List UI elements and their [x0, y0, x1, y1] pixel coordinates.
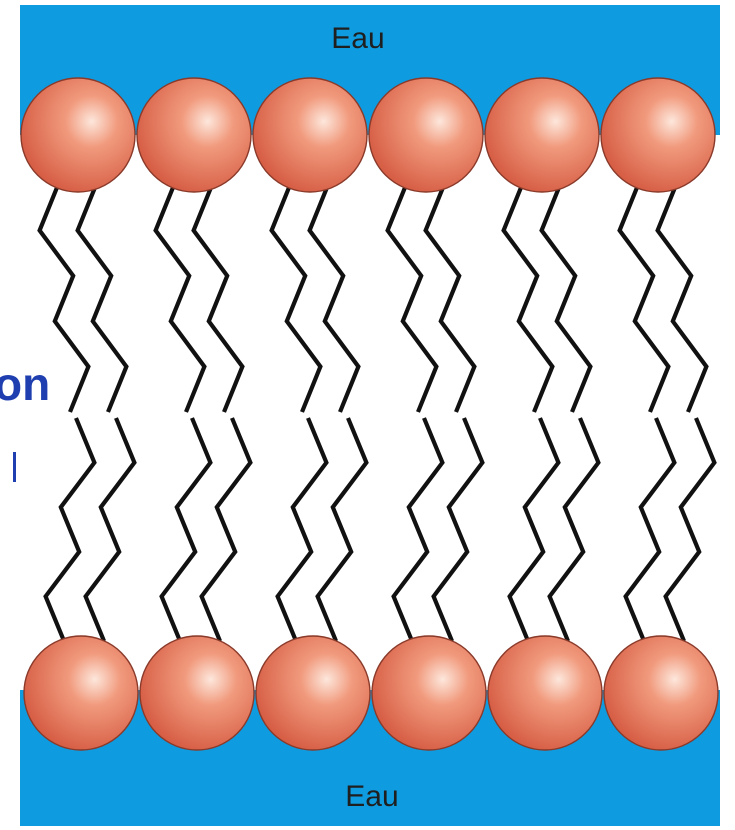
bottom-leaflet-head-2 — [140, 636, 254, 750]
top-leaflet-head-6 — [601, 78, 715, 192]
bottom-leaflet-head-4 — [372, 636, 486, 750]
cropped-side-text: on — [0, 358, 50, 410]
top-leaflet-head-4 — [369, 78, 483, 192]
bottom-leaflet-head-1 — [24, 636, 138, 750]
bottom-leaflet-head-6 — [604, 636, 718, 750]
water-bottom-label: Eau — [345, 780, 398, 813]
bottom-leaflet-head-3 — [256, 636, 370, 750]
top-leaflet-head-1 — [21, 78, 135, 192]
top-leaflet-head-2 — [137, 78, 251, 192]
top-leaflet-head-3 — [253, 78, 367, 192]
top-leaflet-head-5 — [485, 78, 599, 192]
water-top-label: Eau — [331, 22, 384, 55]
cropped-side-mark — [13, 452, 16, 482]
bottom-leaflet-head-5 — [488, 636, 602, 750]
membrane-core — [20, 135, 720, 690]
